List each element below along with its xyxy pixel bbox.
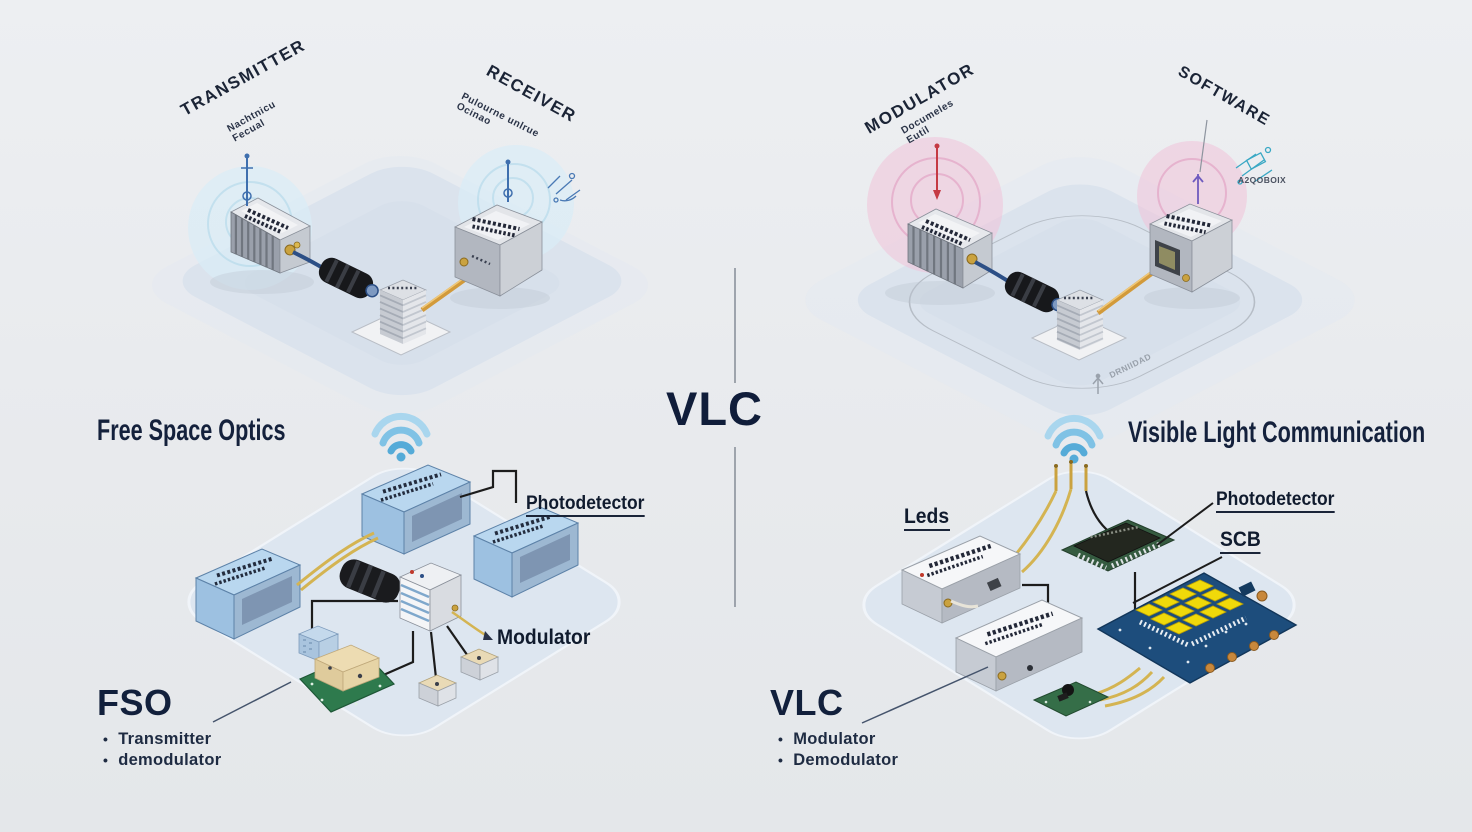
heatsink-module bbox=[1030, 289, 1128, 361]
fso-bullet-transmitter: Transmitter bbox=[103, 730, 221, 751]
vlc-receiver-device bbox=[1144, 119, 1273, 309]
software-callout-line bbox=[1199, 119, 1208, 173]
fso-transmitter-device bbox=[210, 153, 314, 294]
vlc-hardware-scene bbox=[805, 119, 1355, 443]
gold-connector bbox=[284, 241, 301, 256]
led-array-pcb bbox=[1096, 572, 1298, 684]
vlc-summary-bullets: Modulator Demodulator bbox=[778, 730, 898, 772]
vlc-leds-callout: Leds bbox=[904, 505, 950, 532]
fso-photodetector-callout: Photodetector bbox=[526, 494, 645, 517]
vlc-components-scene bbox=[861, 414, 1298, 740]
gold-connector bbox=[997, 671, 1007, 681]
driver-box-1 bbox=[900, 535, 1022, 624]
small-green-pcb bbox=[1032, 681, 1110, 717]
connector-block-2 bbox=[459, 648, 500, 681]
fso-bullet-demodulator: demodulator bbox=[103, 751, 221, 772]
fso-components-scene bbox=[187, 412, 621, 737]
device-note-label: A2QOBOIX bbox=[1238, 175, 1287, 185]
circuit-sketch-icon bbox=[547, 172, 581, 203]
photodetector-chip bbox=[1060, 519, 1176, 572]
laser-lens-assembly bbox=[318, 257, 379, 299]
loop-antenna-glyph bbox=[1092, 373, 1104, 394]
device-sketch-icon bbox=[1235, 146, 1273, 185]
modulator-callout-arrow bbox=[451, 610, 493, 640]
black-wires bbox=[310, 469, 518, 682]
purple-antenna-icon bbox=[1192, 174, 1204, 204]
gold-connector bbox=[943, 598, 953, 608]
red-antenna-icon bbox=[933, 143, 941, 200]
modulator-device bbox=[399, 562, 462, 632]
vlc-heading: Visible Light Communication bbox=[1128, 416, 1426, 449]
fso-summary-title: FSO bbox=[97, 682, 173, 723]
yellow-wires bbox=[296, 531, 379, 592]
vlc-photodetector-callout: Photodetector bbox=[1216, 490, 1335, 513]
optical-duct-box-left bbox=[194, 548, 302, 640]
gold-connector bbox=[459, 257, 469, 267]
antenna-icon bbox=[241, 153, 253, 206]
laser-lens-assembly bbox=[1004, 271, 1065, 313]
led-legs bbox=[1054, 460, 1088, 491]
green-pcb-with-component bbox=[298, 644, 396, 713]
antenna-icon bbox=[503, 159, 513, 202]
vlc-modulator-device bbox=[885, 208, 995, 305]
divider-title: VLC bbox=[666, 382, 763, 435]
optical-duct-box-right bbox=[472, 506, 580, 598]
fso-hardware-scene bbox=[152, 145, 648, 414]
led-grid bbox=[1135, 579, 1244, 635]
fso-heading: Free Space Optics bbox=[97, 414, 286, 447]
fso-summary-bullets: Transmitter demodulator bbox=[103, 730, 221, 772]
heatsink-module bbox=[350, 279, 452, 356]
vlc-bullet-modulator: Modulator bbox=[778, 730, 898, 751]
vlc-bullet-demodulator: Demodulator bbox=[778, 751, 898, 772]
fso-modulator-callout: Modulator bbox=[497, 626, 591, 649]
driver-box-2 bbox=[954, 599, 1084, 692]
vlc-summary-callout-line bbox=[861, 666, 989, 724]
wifi-icon bbox=[371, 412, 431, 462]
callout-lines bbox=[1132, 502, 1223, 604]
vlc-summary-title: VLC bbox=[770, 682, 844, 723]
gold-connector bbox=[966, 253, 978, 265]
lens-assembly bbox=[339, 559, 401, 603]
fso-summary-callout-line bbox=[212, 681, 292, 723]
connector-block-1 bbox=[417, 674, 458, 707]
optical-duct-box-top bbox=[360, 464, 472, 555]
fso-receiver-device bbox=[450, 159, 581, 309]
vlc-scb-callout: SCB bbox=[1220, 528, 1261, 555]
